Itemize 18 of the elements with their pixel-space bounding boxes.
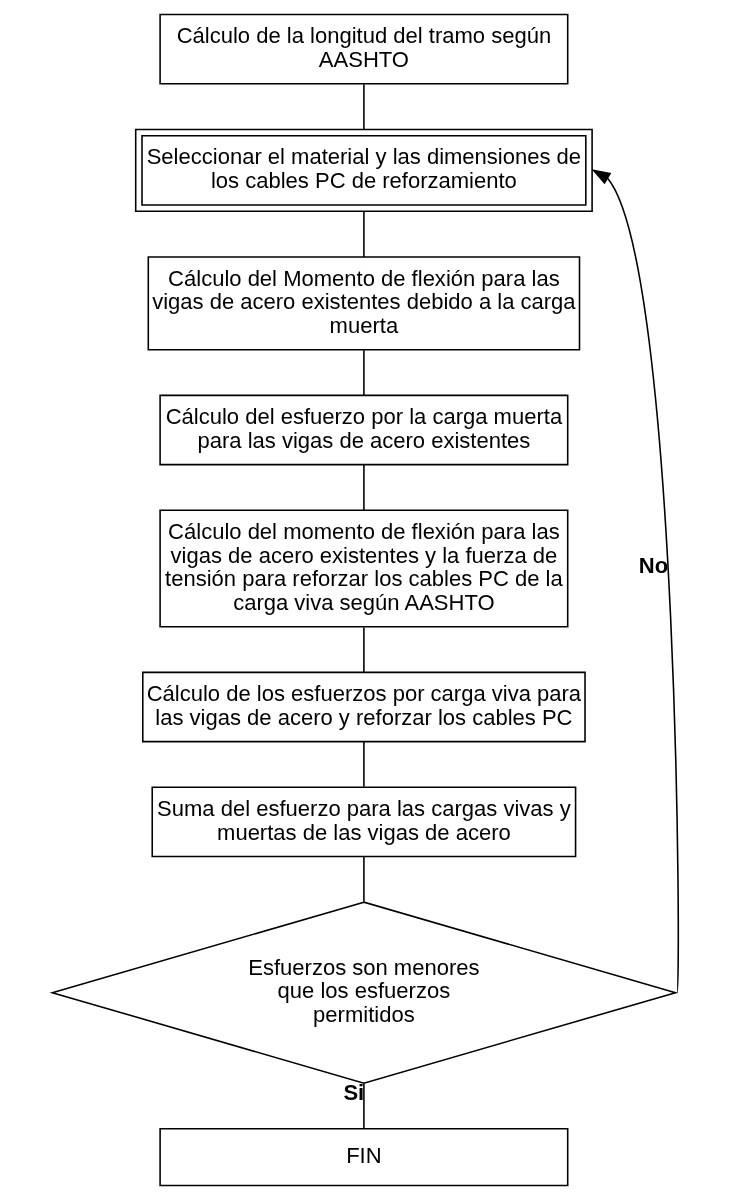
connector [363,855,365,903]
node-diamond: Esfuerzos son menores que los esfuerzos permitidos [49,901,679,1084]
connector [363,626,365,674]
connector [363,210,365,258]
node-box: Cálculo del esfuerzo por la carga muerta para las vigas de acero existentes [159,394,569,466]
node-box: Cálculo del Momento de flexión para las vigas de acero existentes debido a la carga muerta [147,256,581,351]
node-box: Cálculo de los esfuerzos por carga viva para las vigas de acero y reforzar los cables PC [142,671,586,743]
connector [363,1082,365,1129]
node-box: Cálculo de la longitud del tramo según AASHTO [159,13,569,85]
node-box: Suma del esfuerzo para las cargas vivas y muertas de las vigas de acero [151,786,577,858]
node-box: Seleccionar el material y las dimensiones de los cables PC de reforzamiento [134,128,593,213]
connector [363,83,365,131]
node-box: FIN [159,1128,569,1187]
arrow [591,169,680,994]
connector [363,741,365,788]
connector [363,349,365,396]
node-box: Cálculo del momento de flexión para las vigas de acero existentes y la fuerza de tensión para reforzar los cables PC de la carga viva según AASHTO [159,509,569,628]
connector [363,464,365,511]
